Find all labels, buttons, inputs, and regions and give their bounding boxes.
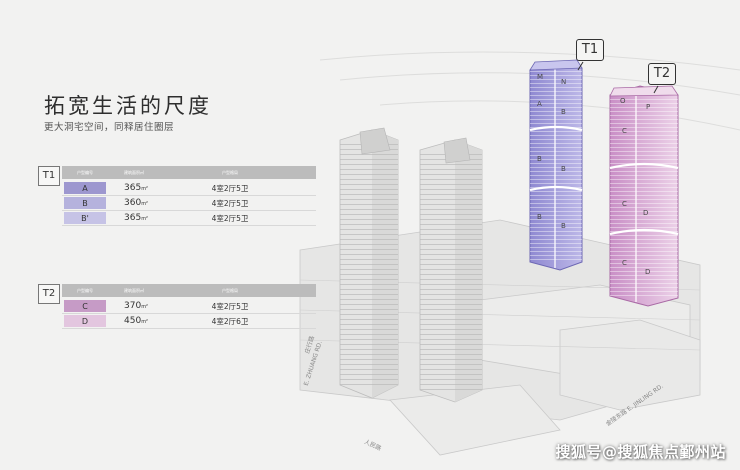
unit-layout-cell: 4室2厅6卫 [211,316,249,326]
unit-area-cell: 450m² [124,316,149,326]
unit-area-cell: 365m² [124,183,149,193]
page-title: 拓宽生活的尺度 [44,94,212,118]
unit-layout-cell: 4室2厅5卫 [211,301,249,311]
table-row: B 360m² 4室2厅5卫 [62,196,316,211]
unit-type-cell: B' [64,212,106,224]
unit-type-cell: A [64,182,106,194]
unit-type-cell: C [64,300,106,312]
t2-unit-label: C [622,200,627,208]
col-layout: 户型格局 [222,169,238,175]
t1-table-header: 户型编号 建筑面积㎡ 户型格局 [62,166,316,179]
col-type: 户型编号 [77,287,93,293]
t1-unit-label: B [537,155,542,163]
page-subtitle: 更大洞宅空间，同释居住圈层 [44,122,175,133]
t1-unit-label: N [561,78,567,86]
table-row: B' 365m² 4室2厅5卫 [62,211,316,226]
unit-layout-cell: 4室2厅5卫 [211,198,249,208]
t1-unit-label: B [561,222,566,230]
t2-unit-label: O [620,97,626,105]
podium-blocks [299,219,701,456]
t1-unit-label: B [537,213,542,221]
t1-unit-label: B [561,165,566,173]
unit-type-cell: B [64,197,106,209]
unit-layout-cell: 4室2厅5卫 [211,213,249,223]
t1-unit-label: B [561,108,566,116]
col-area: 建筑面积㎡ [124,169,144,175]
table-row: D 450m² 4室2厅6卫 [62,314,316,329]
table-row: C 370m² 4室2厅5卫 [62,299,316,314]
t2-table-header: 户型编号 建筑面积㎡ 户型格局 [62,284,316,297]
unit-area-cell: 365m² [124,213,149,223]
t1-table-tag: T1 [38,166,60,186]
t1-unit-label: M [537,73,544,81]
t2-unit-label: C [622,259,627,267]
col-layout: 户型格局 [222,287,238,293]
grey-tower-left [339,127,399,399]
unit-layout-cell: 4室2厅5卫 [211,183,249,193]
unit-area-cell: 360m² [124,198,149,208]
col-type: 户型编号 [77,169,93,175]
t1-unit-label: A [537,100,542,108]
t2-unit-label: C [622,127,627,135]
col-area: 建筑面积㎡ [124,287,144,293]
unit-area-cell: 370m² [124,301,149,311]
t1-tower-tag: T1 [576,39,604,61]
t2-table-tag: T2 [38,284,60,304]
grey-tower-right [419,137,483,403]
t2-unit-label: D [643,209,649,217]
t2-unit-label: D [645,268,651,276]
watermark: 搜狐号@搜狐焦点鄞州站 [555,443,726,461]
t2-tower [609,85,679,307]
unit-type-cell: D [64,315,106,327]
t2-unit-label: P [646,103,651,111]
t2-tower-tag: T2 [648,63,676,85]
table-row: A 365m² 4室2厅5卫 [62,181,316,196]
t1-tower [529,59,583,271]
